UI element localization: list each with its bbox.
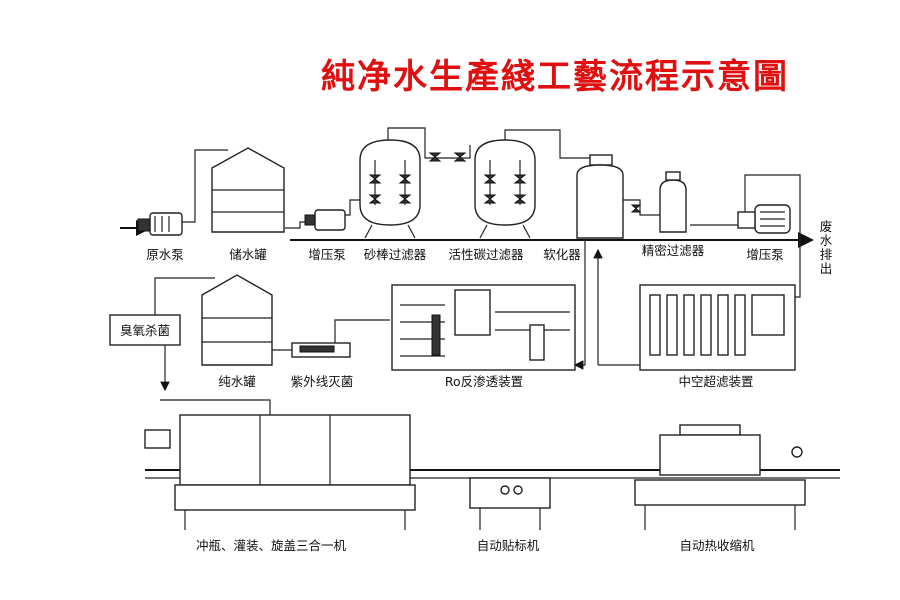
- label-ro: Ro反渗透装置: [445, 374, 523, 389]
- pipe: [180, 149, 228, 223]
- label-pure-tank: 纯水罐: [218, 374, 256, 389]
- label-uf: 中空超滤装置: [678, 374, 753, 389]
- pipe: [334, 319, 390, 345]
- label-booster-pump-2: 增压泵: [746, 247, 784, 262]
- pipe: [387, 127, 471, 159]
- pipe: [154, 277, 215, 315]
- svg-text:废: 废: [820, 219, 833, 234]
- softener: [576, 154, 624, 239]
- precision-filter: [630, 171, 687, 233]
- label-filler: 冲瓶、灌装、旋盖三合一机: [196, 538, 347, 553]
- booster-pump-2: [737, 204, 791, 234]
- ozone-sterilizer: [109, 314, 181, 346]
- label-booster-pump-1: 增压泵: [308, 247, 346, 262]
- label-softener: 软化器: [543, 247, 581, 262]
- valve-icon: [428, 152, 467, 162]
- booster-pump-1: [304, 209, 346, 231]
- diagram-title: 純净水生產綫工藝流程示意圖: [321, 57, 789, 97]
- label-storage-tank: 储水罐: [229, 247, 267, 262]
- carbon-filter: [474, 139, 536, 239]
- pipe: [620, 199, 660, 216]
- label-sand-filter: 砂棒过滤器: [364, 247, 427, 262]
- label-labeler: 自动贴标机: [477, 538, 540, 553]
- sand-filter: [359, 139, 421, 239]
- label-uv: 紫外线灭菌: [291, 374, 354, 389]
- label-raw-pump: 原水泵: [146, 247, 184, 262]
- uv-sterilizer: [291, 342, 351, 358]
- pipe: [744, 174, 801, 298]
- svg-text:出: 出: [820, 261, 833, 276]
- pipe: [573, 240, 586, 370]
- label-carbon-filter: 活性碳过滤器: [448, 247, 524, 262]
- pure-water-tank: [201, 274, 273, 366]
- label-shrink: 自动热收缩机: [679, 538, 755, 553]
- heat-shrink-machine: [634, 424, 806, 530]
- raw-water-pump: [137, 212, 183, 236]
- label-waste-outlet: 废 水 排 出: [820, 219, 833, 276]
- svg-text:排: 排: [820, 247, 833, 262]
- pipe: [504, 129, 600, 159]
- svg-text:水: 水: [820, 233, 833, 248]
- storage-tank: [211, 147, 285, 233]
- label-ozone: 臭氧杀菌: [120, 323, 170, 338]
- label-precision-filter: 精密过滤器: [642, 243, 705, 258]
- labeling-machine: [469, 477, 551, 530]
- uf-unit: [639, 284, 796, 371]
- ro-unit: [391, 284, 576, 371]
- pipe: [160, 399, 271, 415]
- rinse-fill-cap-machine: [144, 414, 416, 530]
